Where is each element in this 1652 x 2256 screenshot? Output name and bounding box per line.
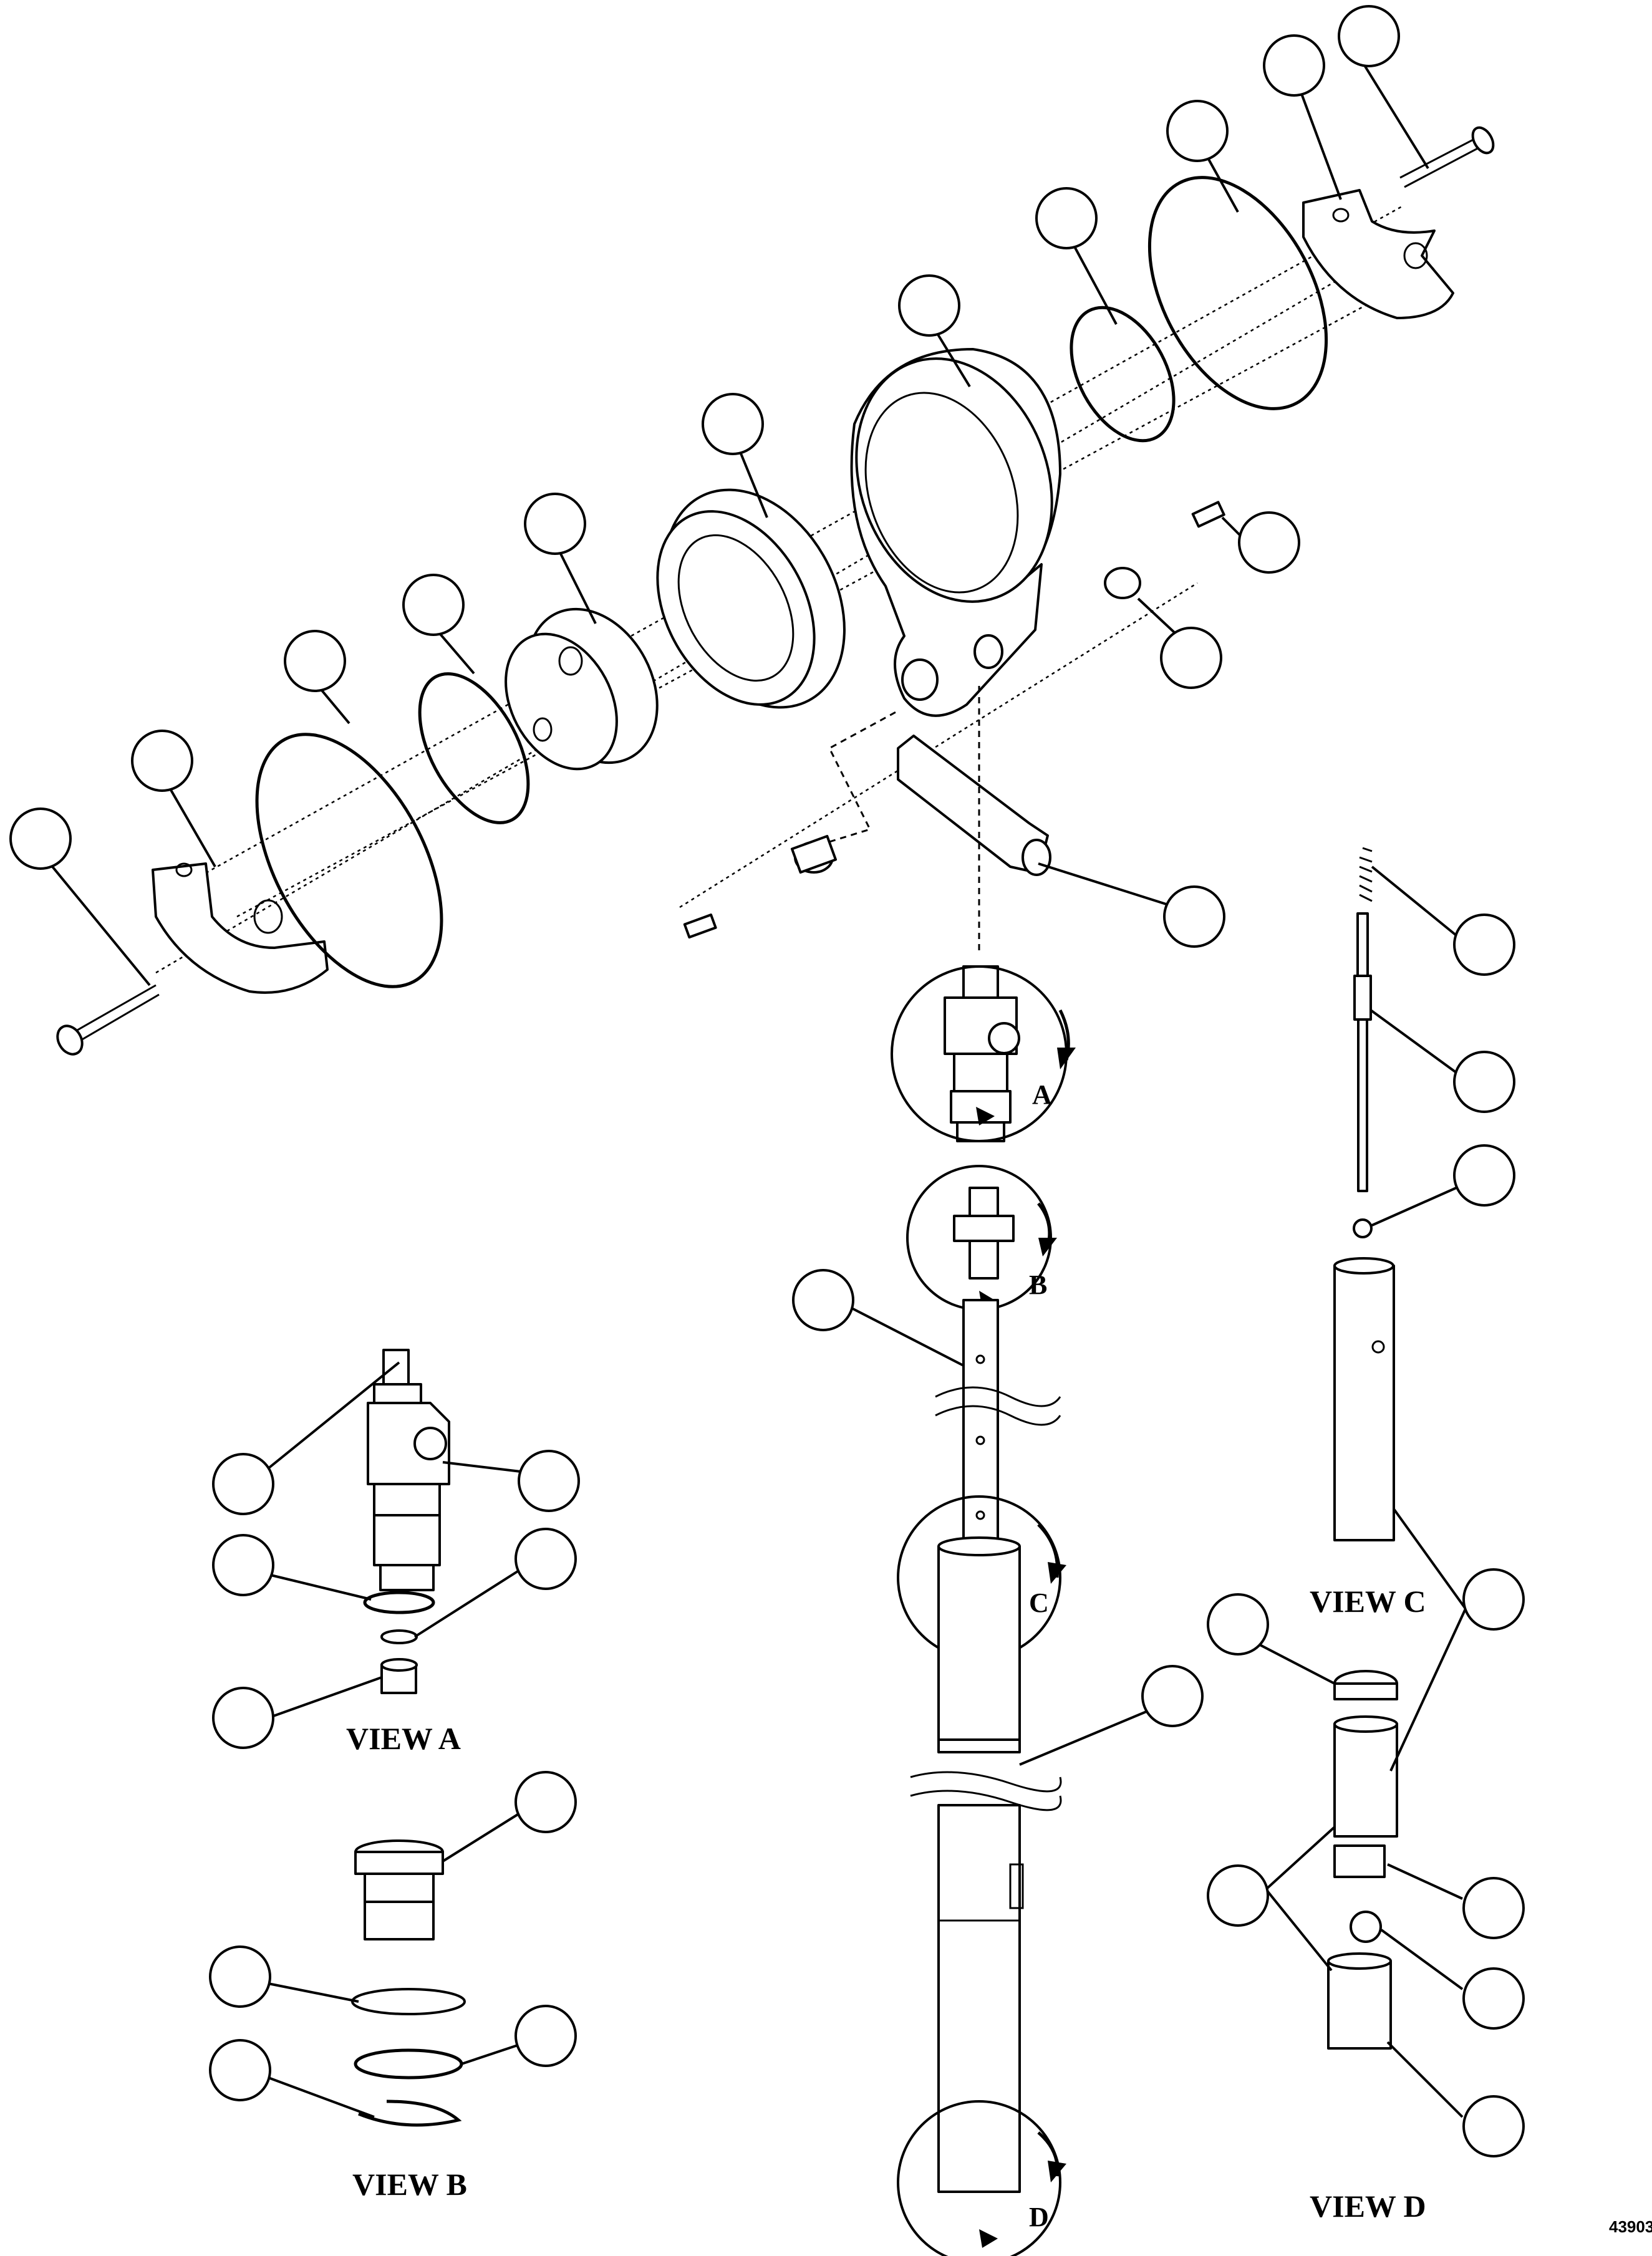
- retaining-ring-right-small: [1070, 306, 1176, 443]
- callout-bubble: [1462, 1568, 1525, 1631]
- callout-bubble: [514, 1771, 577, 1833]
- callout-bubble: [209, 1945, 271, 2008]
- connector-dash-1: [828, 710, 899, 843]
- view-d-parts: [1327, 1670, 1398, 2050]
- callout-bubbles: [9, 5, 1525, 2157]
- callout-bubble: [1035, 187, 1098, 249]
- view-b-parts: [351, 1839, 466, 2127]
- view-a-parts: [363, 1349, 450, 1694]
- callout-bubble: [518, 1450, 580, 1512]
- callout-bubble: [1207, 1593, 1269, 1656]
- detail-circle-a: [891, 965, 1076, 1142]
- bushing-left: [790, 834, 838, 874]
- callout-bubble: [212, 1534, 274, 1596]
- half-clamp-right: [1302, 189, 1454, 319]
- view-c-label: VIEW C: [1310, 1584, 1426, 1619]
- callout-bubble: [1163, 885, 1225, 948]
- callout-bubble: [1338, 5, 1400, 67]
- detail-letter-a: A: [1032, 1079, 1052, 1110]
- detail-circle-d: [897, 2100, 1066, 2256]
- callout-bubble: [898, 274, 960, 337]
- figure-id: 43903: [1609, 2217, 1652, 2236]
- piston: [505, 607, 659, 771]
- callout-bubble: [9, 807, 72, 870]
- half-clamp-left: [152, 862, 329, 994]
- housing-yoke: [850, 348, 1061, 717]
- callout-bubble: [702, 393, 764, 455]
- callout-bubble: [131, 730, 193, 792]
- callout-bubble: [1453, 1144, 1515, 1207]
- callout-bubble: [1160, 627, 1222, 689]
- callout-bubble: [402, 574, 465, 636]
- callout-bubble: [1166, 100, 1229, 162]
- screw-small-right: [1191, 501, 1225, 528]
- callout-bubble: [1263, 34, 1325, 97]
- detail-letter-c: C: [1029, 1588, 1049, 1618]
- callout-bubble: [1238, 511, 1300, 574]
- callout-bubble: [209, 2039, 271, 2101]
- callout-bubble: [1141, 1665, 1204, 1727]
- pivot-pin: [897, 735, 1051, 876]
- detail-letter-d: D: [1029, 2202, 1049, 2232]
- view-b-label: VIEW B: [352, 2167, 467, 2202]
- detail-letter-b: B: [1029, 1270, 1047, 1300]
- callout-bubble: [792, 1269, 854, 1331]
- pump-valve-b: [953, 1187, 1015, 1280]
- callout-bubble: [1462, 1967, 1525, 2030]
- callout-bubble: [212, 1453, 274, 1515]
- bushing-right: [1104, 567, 1141, 599]
- callout-bubble: [1207, 1864, 1269, 1927]
- view-c-parts: [1333, 847, 1395, 1541]
- callout-bubble: [1462, 2095, 1525, 2157]
- callout-bubble: [212, 1687, 274, 1749]
- pump-cylinder: [910, 1536, 1062, 2193]
- screw-left: [56, 984, 160, 1056]
- retaining-ring-large-left: [255, 733, 443, 988]
- view-d-label: VIEW D: [1310, 2189, 1426, 2224]
- callout-bubble: [524, 493, 586, 555]
- view-a-label: VIEW A: [346, 1721, 461, 1756]
- callout-bubble: [514, 1528, 577, 1590]
- callout-bubble: [1453, 913, 1515, 976]
- callout-bubble: [1453, 1051, 1515, 1113]
- callout-bubble: [284, 630, 346, 692]
- retaining-ring-small: [418, 672, 530, 824]
- retaining-ring-right-large: [1147, 176, 1328, 410]
- screw-small-left: [683, 913, 717, 939]
- pump-head-fitting: [944, 965, 1020, 1142]
- screw-right: [1399, 126, 1495, 188]
- callout-bubble: [514, 2005, 577, 2067]
- callout-bubble: [1462, 1877, 1525, 1939]
- ball-bearing: [656, 488, 846, 709]
